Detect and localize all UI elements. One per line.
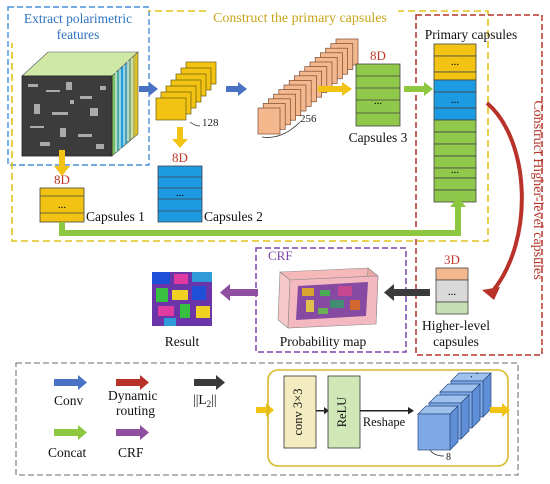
- eight-brace: [429, 449, 445, 457]
- legend-concat-arrow: [54, 425, 87, 440]
- dynamic-routing-arrow: [482, 101, 524, 300]
- capsules3-dim: 8D: [370, 48, 386, 63]
- primary-capsule-segment: [433, 79, 477, 93]
- conv-block-frame: [267, 369, 509, 467]
- probability-map-label: Probability map: [280, 334, 367, 349]
- eight-label: 8: [446, 452, 451, 463]
- capsules3-stack: [355, 63, 401, 127]
- legend-crf-arrow: [116, 425, 149, 440]
- dim-256-brace: [261, 121, 301, 138]
- higher-section-box: [415, 14, 543, 356]
- capsules1-dim: 8D: [54, 172, 70, 187]
- extract-title-line2: features: [57, 27, 100, 42]
- primary-capsule-segment: [433, 43, 477, 57]
- polarimetric-feature-cube: [21, 51, 139, 157]
- primary-capsule-segment: [433, 177, 477, 191]
- norm-arrow: [384, 284, 430, 301]
- conv-feature-stack-128: [155, 61, 217, 121]
- relu-block: [327, 375, 361, 449]
- dim-128-label: 128: [202, 117, 219, 129]
- higher-level-capsules-stack: [435, 267, 469, 315]
- dim-256-label: 256: [300, 113, 317, 125]
- conv-arrow-yellow: [54, 150, 70, 176]
- primary-capsule-segment: [433, 143, 477, 157]
- block-arrow: [316, 407, 329, 415]
- capsules2-dim: 8D: [172, 150, 188, 165]
- extract-title-line1: Extract polarimetric: [24, 11, 132, 26]
- conv-arrow-yellow: [318, 82, 352, 96]
- capsules1-label: Capsules 1: [86, 209, 145, 224]
- capsules3-ellipsis: ...: [374, 95, 383, 107]
- higher-ellipsis: ...: [448, 286, 457, 298]
- relu-label: ReLU: [335, 397, 349, 428]
- result-map: [152, 272, 212, 326]
- higher-section-title: Construct Higher-level capsules: [530, 100, 545, 279]
- crf-section-title: CRF: [268, 248, 293, 263]
- primary-ellipsis-green: ...: [451, 164, 460, 176]
- conv3x3-label: conv 3×3: [291, 389, 305, 436]
- legend-conv-arrow: [54, 375, 87, 390]
- conv-arrow: [226, 82, 247, 96]
- legend-concat-label: Concat: [48, 445, 86, 460]
- primary-capsules-column: [433, 43, 477, 203]
- block-input-arrow: [256, 403, 274, 417]
- legend-dynamic-label-line2: routing: [116, 403, 155, 418]
- reshape-label: Reshape: [363, 415, 406, 429]
- higher-label-line1: Higher-level: [422, 318, 490, 333]
- capsules2-stack: [157, 165, 203, 223]
- conv3x3-block: [283, 375, 317, 449]
- legend-section-box: [15, 362, 519, 476]
- conv-arrow-yellow: [172, 127, 188, 148]
- capsule-cube: [417, 405, 459, 451]
- crf-arrow: [220, 284, 258, 301]
- legend-crf-label: CRF: [118, 445, 144, 460]
- primary-capsule-segment: [433, 189, 477, 203]
- primary-ellipsis-yellow: ...: [451, 56, 460, 68]
- legend-dynamic-label-line1: Dynamic: [108, 388, 158, 403]
- concat-arrow: [404, 82, 433, 96]
- legend-norm-arrow: [194, 375, 225, 390]
- dim-128-brace: [189, 121, 201, 127]
- legend-conv-label: Conv: [54, 393, 84, 408]
- capsules1-ellipsis: ...: [58, 199, 67, 211]
- block-output-arrow: [490, 403, 510, 417]
- higher-label-line2: capsules: [433, 334, 479, 349]
- conv-arrow: [139, 82, 158, 96]
- capsules2-label: Capsules 2: [204, 209, 263, 224]
- capsules1-stack: [39, 187, 85, 223]
- feature-map-plate: [257, 107, 281, 135]
- legend-norm-label: ||L2||: [193, 392, 217, 409]
- legend-dynamic-routing-arrow: [116, 375, 149, 390]
- primary-capsule-segment: [433, 131, 477, 145]
- capsules3-label: Capsules 3: [349, 130, 408, 145]
- probability-map-cube: [277, 267, 379, 329]
- concat-arrow-long: [59, 197, 466, 236]
- primary-capsule-segment: [433, 71, 477, 81]
- primary-capsule-segment: [433, 107, 477, 121]
- higher-dim: 3D: [444, 252, 460, 267]
- primary-capsule-segment: [433, 119, 477, 133]
- crf-section-box: [255, 247, 407, 353]
- primary-ellipsis-blue: ...: [451, 94, 460, 106]
- primary-section-title: Construct the primary capsules: [213, 11, 387, 26]
- capsules2-ellipsis: ...: [176, 187, 185, 199]
- primary-capsules-label: Primary capsules: [425, 27, 518, 42]
- reshape-arrow: [360, 407, 414, 415]
- reshaped-capsule-cubes: [417, 372, 492, 451]
- result-label: Result: [165, 334, 200, 349]
